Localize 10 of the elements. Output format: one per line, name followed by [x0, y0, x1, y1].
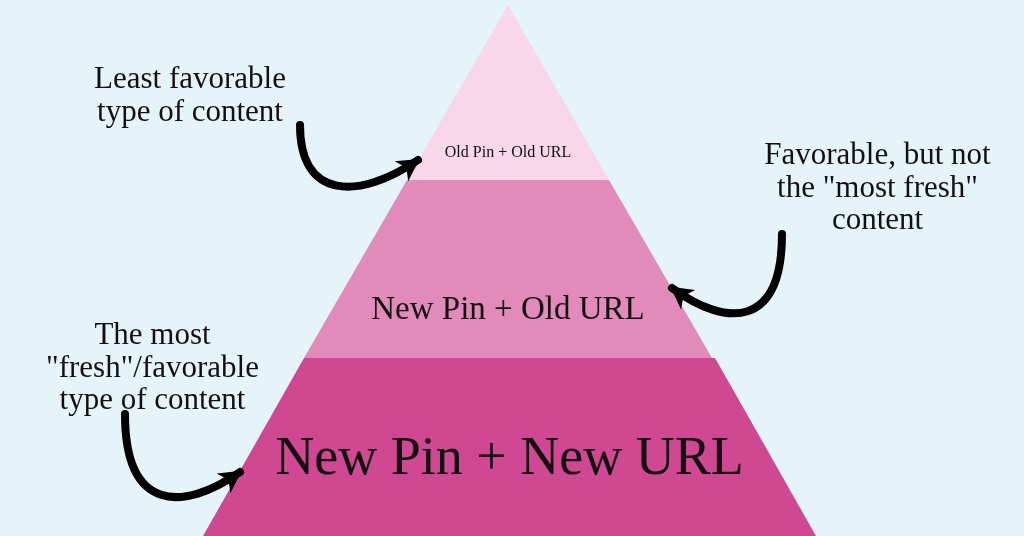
- tier-label: New Pin + New URL: [274, 429, 745, 483]
- curved-arrow: [668, 230, 786, 318]
- tier-label: Old Pin + Old URL: [443, 144, 573, 160]
- curved-arrow: [296, 121, 422, 191]
- annotation-text: The most "fresh"/favorable type of content: [45, 318, 260, 416]
- annotation-text: Least favorable type of content: [65, 62, 315, 128]
- annotation-text: Favorable, but not the "most fresh" content: [760, 138, 995, 236]
- tier-label: New Pin + Old URL: [370, 291, 646, 325]
- curved-arrow: [121, 410, 244, 501]
- pyramid-tier: [304, 180, 712, 358]
